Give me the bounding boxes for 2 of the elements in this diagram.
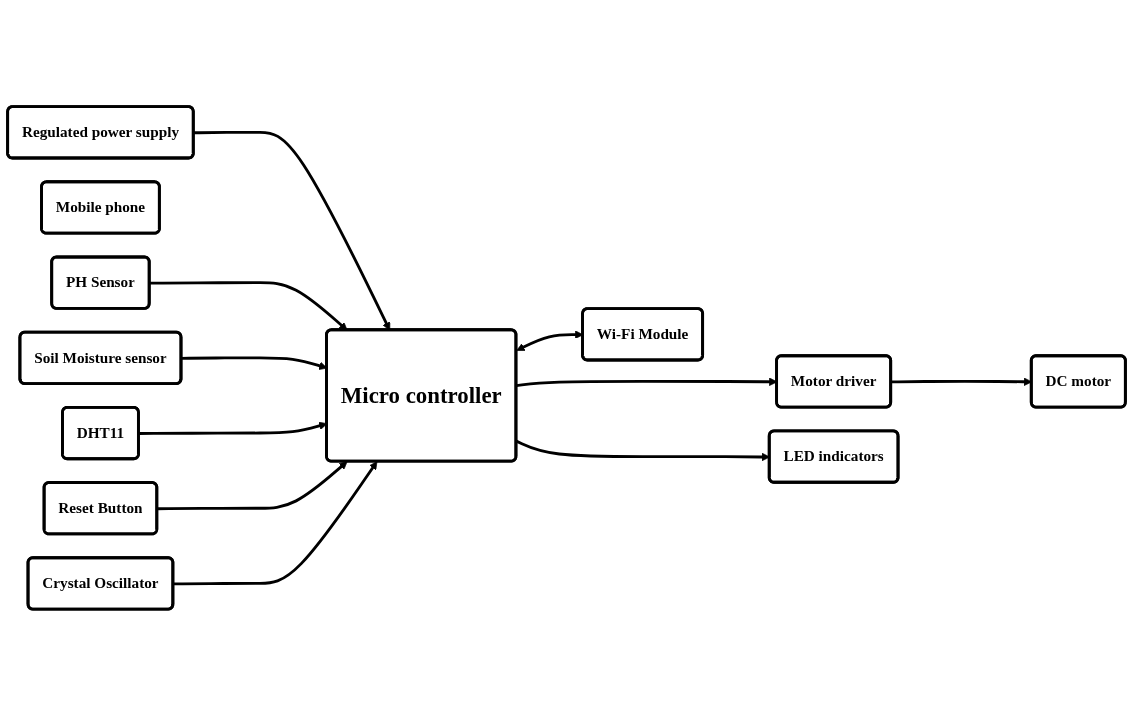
arrow <box>157 460 348 510</box>
arrow <box>173 460 378 585</box>
